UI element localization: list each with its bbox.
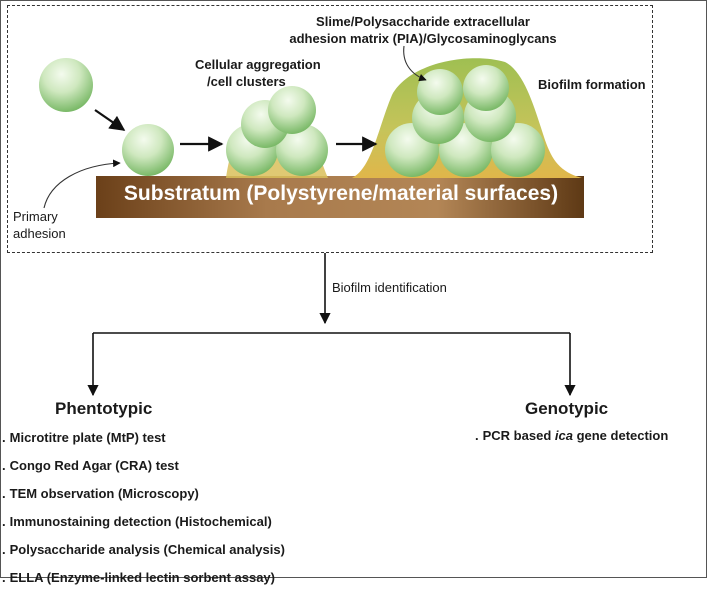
- test-label: Polysaccharide analysis (Chemical analys…: [9, 542, 285, 557]
- substratum-bar: [96, 176, 584, 218]
- phenotypic-heading: Phentotypic: [55, 399, 153, 418]
- biofilm-identification-label: Biofilm identification: [332, 280, 447, 295]
- slime-matrix-line-1: Slime/Polysaccharide extracellular: [316, 14, 530, 29]
- biofilm-cell: [463, 65, 509, 111]
- substratum-label: Substratum (Polystyrene/material surface…: [123, 182, 559, 205]
- figure-frame: [0, 0, 707, 578]
- formation-process-box: [7, 5, 653, 253]
- slime-matrix-label: Slime/Polysaccharide extracellular adhes…: [273, 13, 573, 47]
- genotypic-test-suffix: gene detection: [572, 428, 669, 443]
- cellular-aggregation-line-1: Cellular aggregation: [195, 57, 321, 72]
- test-label: Microtitre plate (MtP) test: [9, 430, 166, 445]
- free-cell: [39, 58, 93, 112]
- phenotypic-test: .Polysaccharide analysis (Chemical analy…: [2, 542, 285, 557]
- cellular-aggregation-line-2: /cell clusters: [207, 74, 286, 89]
- diagram-art: [39, 45, 584, 397]
- arrow-attach: [94, 109, 126, 131]
- phenotypic-test: .Congo Red Agar (CRA) test: [2, 458, 179, 473]
- test-label: TEM observation (Microscopy): [9, 486, 199, 501]
- cluster-cell: [268, 86, 316, 134]
- primary-adhesion-line-1: Primary: [13, 209, 58, 224]
- cluster-cell: [276, 124, 328, 176]
- test-label: Immunostaining detection (Histochemical): [9, 514, 272, 529]
- phenotypic-test: .TEM observation (Microscopy): [2, 486, 199, 501]
- slime-matrix-line-2: adhesion matrix (PIA)/Glycosaminoglycans: [289, 31, 557, 46]
- test-label: Congo Red Agar (CRA) test: [9, 458, 179, 473]
- genotypic-test-prefix: PCR based: [482, 428, 555, 443]
- test-label: ELLA (Enzyme-linked lectin sorbent assay…: [9, 570, 275, 585]
- genotypic-test: .PCR based ica gene detection: [475, 428, 669, 443]
- slime-pointer: [403, 45, 427, 82]
- primary-adhesion-line-2: adhesion: [13, 226, 66, 241]
- attached-cell: [122, 124, 174, 176]
- primary-adhesion-pointer: [43, 159, 121, 209]
- phenotypic-test: .ELLA (Enzyme-linked lectin sorbent assa…: [2, 570, 275, 585]
- phenotypic-test: .Immunostaining detection (Histochemical…: [2, 514, 272, 529]
- biofilm-formation-label: Biofilm formation: [538, 77, 646, 92]
- biofilm-cell: [417, 69, 463, 115]
- primary-adhesion-label: Primary adhesion: [13, 208, 66, 242]
- genotypic-heading: Genotypic: [525, 399, 609, 418]
- genotypic-test-gene: ica: [554, 428, 573, 443]
- phenotypic-test-list: .Microtitre plate (MtP) test .Congo Red …: [2, 429, 285, 597]
- phenotypic-test: .Microtitre plate (MtP) test: [2, 430, 166, 445]
- cellular-aggregation-label: Cellular aggregation /cell clusters: [195, 56, 321, 90]
